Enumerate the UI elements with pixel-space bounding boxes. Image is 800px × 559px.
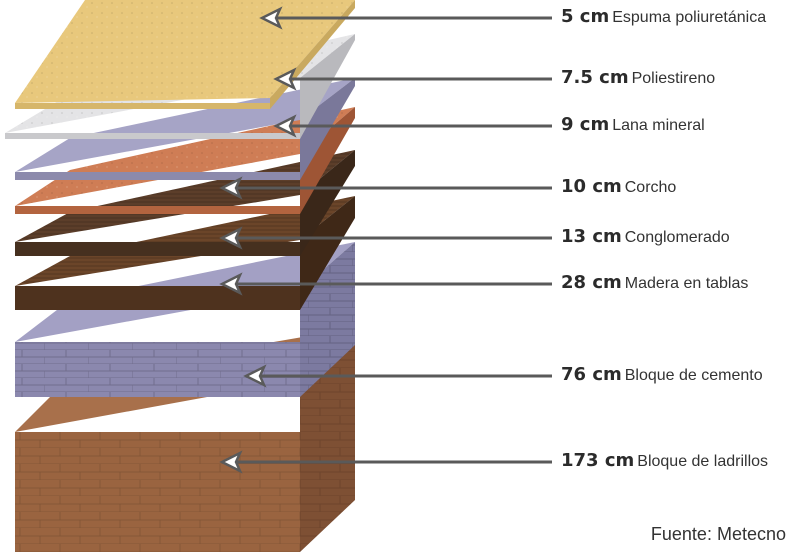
layer-cement-block [15, 242, 355, 397]
layer-thickness: 10 cm [561, 176, 622, 197]
chipboard-side [300, 150, 355, 256]
chipboard-front [15, 242, 300, 256]
source-note: Fuente: Metecno [650, 524, 786, 544]
arrow-head [219, 450, 243, 474]
layer-polyurethane-foam [15, 0, 355, 109]
arrow-head [219, 272, 243, 296]
polystyrene-side [300, 34, 355, 139]
layer-material: Bloque de cemento [624, 367, 763, 384]
mineral-wool-front [15, 172, 300, 180]
layer-thickness: 173 cm [561, 450, 635, 471]
layer-thickness: 9 cm [561, 114, 610, 135]
layer-cork [15, 107, 355, 214]
arrow-head [243, 364, 267, 388]
layer-material: Corcho [624, 179, 677, 196]
layer-material: Bloque de ladrillos [637, 453, 769, 470]
layer-material: Conglomerado [624, 229, 730, 246]
cork-front [15, 206, 300, 214]
foam-front [15, 103, 270, 109]
layer-material: Madera en tablas [624, 275, 749, 292]
arrow-head [273, 67, 297, 91]
layer-material: Lana mineral [612, 117, 705, 134]
layer-material: Poliestireno [631, 70, 716, 87]
mineral-wool-side [300, 78, 355, 180]
arrow-head [219, 176, 243, 200]
layer-wood-planks [15, 196, 355, 310]
layer-material: Espuma poliuretánica [612, 9, 767, 26]
layer-thickness: 76 cm [561, 364, 622, 385]
arrow-head [259, 6, 283, 30]
layer-thickness: 5 cm [561, 6, 610, 27]
arrow-head [273, 114, 297, 138]
layer-thickness: 28 cm [561, 272, 622, 293]
layer-brick-block [15, 328, 355, 552]
wood-side [300, 196, 355, 310]
arrow-head [219, 226, 243, 250]
polystyrene-front [5, 133, 300, 139]
wood-front [15, 286, 300, 310]
layer-thickness: 7.5 cm [561, 67, 629, 88]
layer-thickness: 13 cm [561, 226, 622, 247]
pointer-arrows [219, 6, 552, 474]
